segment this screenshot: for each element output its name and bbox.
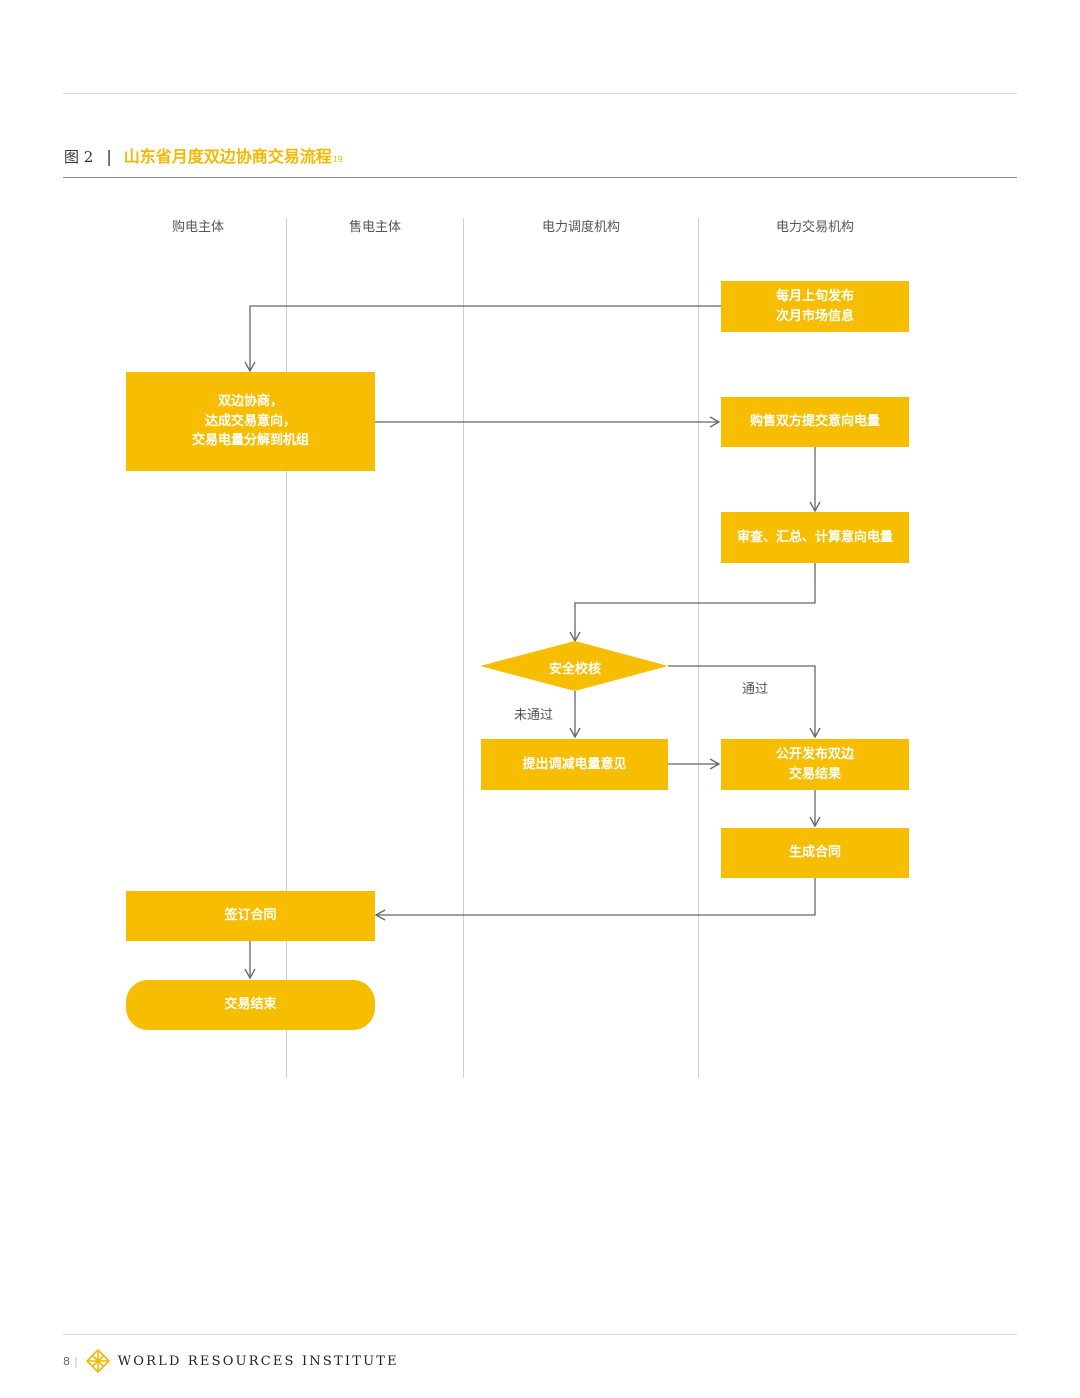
lane-header-seller: 售电主体 — [348, 220, 402, 235]
edge-label-pass: 通过 — [742, 682, 769, 697]
node-text-line: 交易结束 — [224, 997, 277, 1013]
node-text-line: 交易电量分解到机组 — [191, 433, 309, 449]
wri-logo-icon — [85, 1349, 110, 1373]
node-text-line: 提出调减电量意见 — [522, 756, 627, 772]
node-reduce-volume-opinion: 提出调减电量意见 — [481, 739, 668, 790]
node-text-line: 交易结果 — [788, 766, 841, 782]
lane-divider-3 — [698, 218, 699, 1078]
page-separator: | — [74, 1354, 78, 1368]
node-text-line: 每月上旬发布 — [775, 289, 854, 304]
page-number: 8 — [63, 1354, 70, 1368]
node-text-line: 公开发布双边 — [775, 747, 854, 762]
node-publish-result: 公开发布双边 交易结果 — [721, 739, 909, 790]
lane-header-exchange: 电力交易机构 — [775, 220, 855, 235]
node-safety-check-label: 安全校核 — [548, 662, 601, 677]
figure-title: 山东省月度双边协商交易流程 — [123, 147, 332, 166]
footer-rule — [63, 1334, 1017, 1335]
node-end: 交易结束 — [126, 980, 375, 1030]
node-publish-market-info: 每月上旬发布 次月市场信息 — [721, 281, 909, 332]
node-submit-intent-volume: 购售双方提交意向电量 — [721, 397, 909, 447]
edge-generate-to-sign — [374, 878, 816, 921]
lane-header-buyer: 购电主体 — [171, 220, 225, 235]
node-text-line: 审查、汇总、计算意向电量 — [736, 529, 893, 545]
safety-check-diamond — [480, 641, 668, 691]
node-bilateral-negotiation: 双边协商， 达成交易意向， 交易电量分解到机组 — [126, 372, 375, 471]
node-text-line: 达成交易意向， — [204, 413, 296, 429]
lane-divider-2 — [463, 218, 464, 1078]
edge-safety-pass — [668, 665, 821, 739]
figure-header: 图 2 | 山东省月度双边协商交易流程 19 — [64, 143, 343, 167]
node-sign-contract: 签订合同 — [126, 891, 375, 941]
page-footer: 8 | WORLD RESOURCES INSTITUTE — [63, 1349, 399, 1373]
node-generate-contract: 生成合同 — [721, 828, 909, 878]
organization-name: WORLD RESOURCES INSTITUTE — [117, 1353, 399, 1369]
figure-separator: | — [106, 147, 112, 166]
top-rule — [63, 93, 1017, 94]
node-review-calculate: 审查、汇总、计算意向电量 — [721, 512, 909, 563]
node-text-line: 双边协商， — [217, 394, 283, 410]
figure-number: 图 2 — [64, 148, 94, 166]
node-text-line: 次月市场信息 — [775, 308, 854, 324]
title-rule — [63, 177, 1017, 178]
node-text-line: 生成合同 — [788, 845, 841, 861]
edge-review-to-safety — [569, 563, 816, 643]
lane-divider-1 — [286, 218, 287, 1078]
node-text-line: 购售双方提交意向电量 — [749, 414, 880, 430]
edge-publish-to-negotiate — [244, 305, 721, 373]
node-text-line: 签订合同 — [224, 908, 277, 924]
figure-footnote-ref: 19 — [332, 155, 343, 164]
edge-label-fail: 未通过 — [514, 708, 554, 723]
lane-header-dispatch: 电力调度机构 — [541, 220, 621, 235]
